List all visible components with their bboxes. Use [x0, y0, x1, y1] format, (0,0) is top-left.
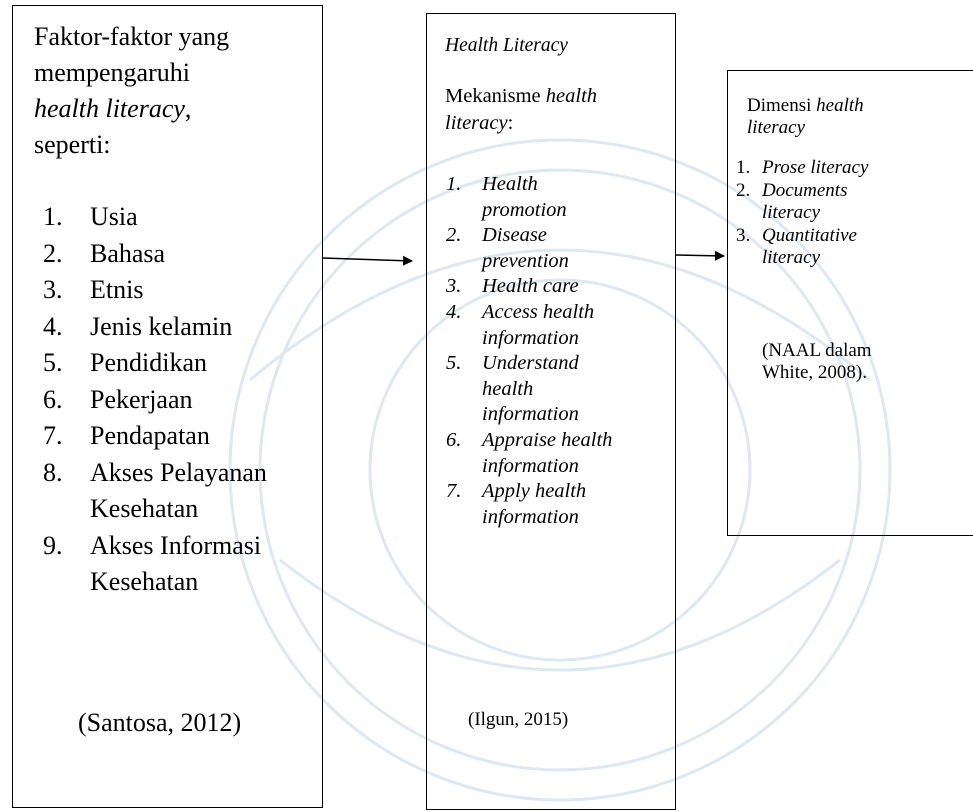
- mechanism-item-number: 3.: [446, 275, 462, 298]
- dimension-heading-line1: Dimensi health: [747, 95, 864, 117]
- mechanism-citation: (Ilgun, 2015): [468, 709, 569, 730]
- mechanism-item-number: 1.: [446, 173, 462, 195]
- factors-heading-italic: health literacy: [34, 94, 185, 123]
- factor-item-text: Usia: [90, 202, 138, 231]
- mechanism-item-text: Understand: [482, 352, 579, 375]
- dimension-item-text: Prose literacy: [762, 157, 869, 178]
- factor-item-number: 4.: [43, 311, 63, 341]
- dimension-item-text: literacy: [762, 202, 821, 223]
- dimension-item-number: 1.: [736, 157, 751, 178]
- mechanism-item-text: health: [482, 377, 534, 400]
- mechanism-item-text: Health: [482, 173, 538, 195]
- mechanism-item-number: 6.: [446, 429, 462, 451]
- mechanism-item-number: 5.: [446, 352, 462, 375]
- mechanism-item-text: information: [482, 403, 579, 426]
- factor-item-text: Bahasa: [90, 238, 166, 268]
- dimension-item-text: Quantitative: [762, 224, 857, 246]
- dimension-item-number: 2.: [736, 179, 751, 201]
- factors-heading-line3: health literacy,: [34, 93, 191, 125]
- factor-item-number: 2.: [43, 238, 63, 268]
- arrow-mechanism-to-dimension: [675, 250, 725, 261]
- mechanism-box: [426, 13, 676, 810]
- dimension-box: [727, 70, 973, 536]
- dimension-item-text: literacy: [762, 247, 821, 268]
- factor-item-number: 6.: [43, 384, 63, 414]
- mechanism-item-number: 2.: [446, 224, 462, 247]
- mechanism-item-text: Appraise health: [482, 429, 613, 451]
- dimension-item-number: 3.: [736, 224, 751, 246]
- factors-heading-line4: seperti:: [34, 130, 111, 159]
- mechanism-item-text: Health care: [482, 275, 579, 298]
- mechanism-item-number: 7.: [446, 480, 462, 503]
- mechanism-item-text: promotion: [482, 198, 567, 221]
- factor-item-number: 1.: [43, 202, 63, 231]
- factors-heading-comma: ,: [184, 94, 192, 123]
- factors-box: [12, 5, 323, 808]
- factor-item-text: Jenis kelamin: [90, 311, 233, 341]
- factor-item-text: Kesehatan: [90, 567, 199, 596]
- factors-heading-line2: mempengaruhi: [34, 58, 190, 87]
- dimension-heading-italic-1: health: [816, 95, 864, 116]
- dimension-citation-line2: White, 2008).: [762, 362, 868, 383]
- mechanism-title: Health Literacy: [445, 35, 568, 56]
- factor-item-text: Etnis: [90, 275, 144, 304]
- dimension-heading-plain: Dimensi: [747, 95, 817, 116]
- mechanism-item-text: prevention: [482, 249, 569, 272]
- mechanism-subtitle-line1: Mekanisme health: [445, 84, 597, 109]
- dimension-heading-line2: literacy: [747, 117, 806, 138]
- mechanism-item-text: Access health: [482, 301, 595, 323]
- arrow-factors-to-mechanism: [322, 255, 413, 266]
- mechanism-item-text: Apply health: [482, 480, 587, 503]
- factor-item-number: 7.: [43, 421, 63, 450]
- factor-item-text: Pendapatan: [90, 421, 210, 450]
- factor-item-number: 9.: [43, 530, 63, 560]
- factor-item-text: Pendidikan: [90, 348, 207, 377]
- mechanism-subtitle-italic-1: health: [545, 85, 598, 107]
- dimension-item-text: Documents: [762, 179, 848, 201]
- mechanism-item-text: information: [482, 505, 579, 528]
- factors-citation: (Santosa, 2012): [78, 708, 242, 737]
- factor-item-text: Akses Informasi: [90, 530, 262, 560]
- factor-item-text: Kesehatan: [90, 494, 199, 523]
- factors-heading-line1: Faktor-faktor yang: [34, 22, 230, 51]
- mechanism-subtitle-plain: Mekanisme: [445, 85, 546, 107]
- mechanism-item-text: information: [482, 454, 579, 477]
- mechanism-item-number: 4.: [446, 301, 462, 323]
- mechanism-item-text: information: [482, 326, 579, 349]
- mechanism-subtitle-line2: literacy:: [445, 111, 513, 136]
- factor-item-number: 3.: [43, 275, 63, 304]
- mechanism-subtitle-italic-2: literacy: [445, 112, 508, 134]
- factor-item-text: Akses Pelayanan: [90, 457, 267, 487]
- mechanism-item-text: Disease: [482, 224, 547, 247]
- factor-item-number: 8.: [43, 457, 63, 487]
- factor-item-number: 5.: [43, 348, 63, 377]
- mechanism-subtitle-colon: :: [507, 112, 514, 134]
- factor-item-text: Pekerjaan: [90, 384, 193, 414]
- dimension-citation-line1: (NAAL dalam: [762, 340, 872, 361]
